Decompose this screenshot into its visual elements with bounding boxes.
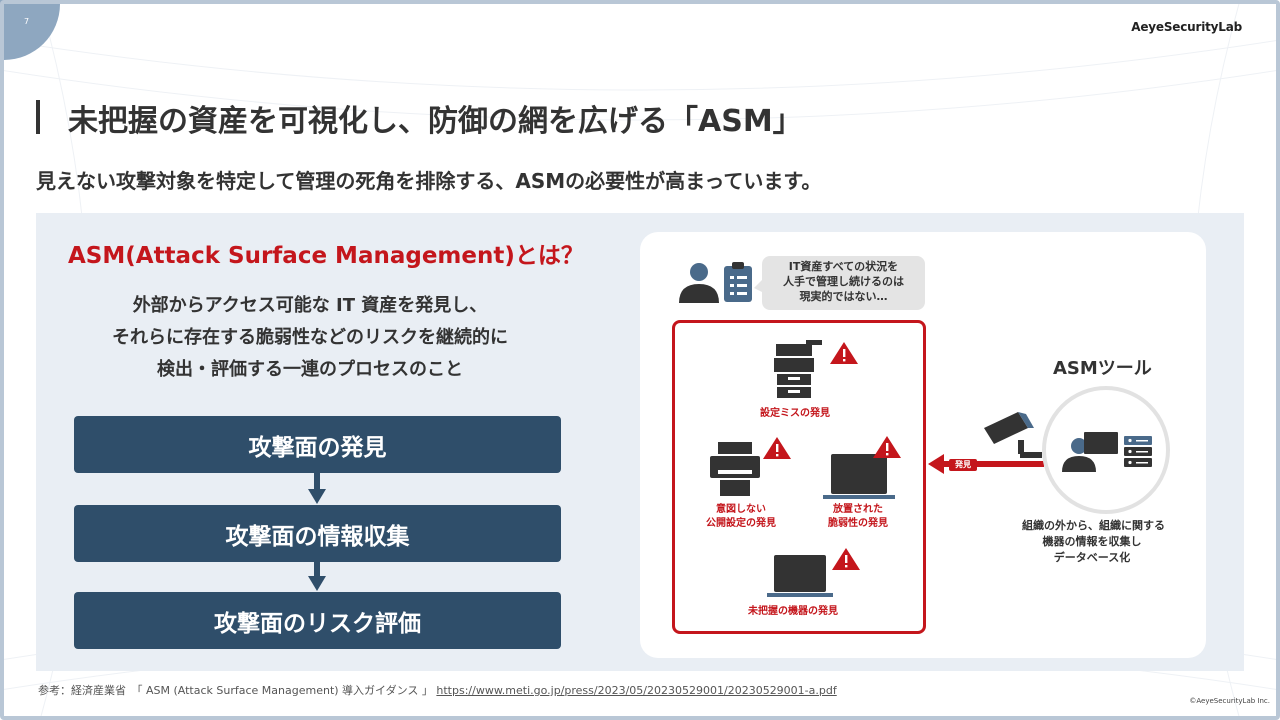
definition-line: それらに存在する脆弱性などのリスクを継続的に [112,327,508,348]
asm-heading: ASM(Attack Surface Management)とは？ [68,243,584,269]
definition-line: 外部からアクセス可能な IT 資産を発見し、 [132,295,488,316]
laptop-icon [1084,432,1118,454]
bubble-line: 人手で管理し続けるのは [783,275,904,288]
caption-vulnerable: 放置された 脆弱性の発見 [816,503,900,531]
speech-bubble: IT資産すべての状況を 人手で管理し続けるのは 現実的ではない… [762,256,925,310]
person-icon [679,263,719,303]
laptop-icon [823,454,895,499]
copyright: ©AeyeSecurityLab Inc. [1189,697,1270,705]
person-icon [1062,438,1096,472]
bubble-line: IT資産すべての状況を [788,260,899,273]
tool-desc-line: 組織の外から、組織に関する [1022,519,1165,532]
reference-link[interactable]: https://www.meti.go.jp/press/2023/05/202… [436,684,837,697]
server-icon [1124,436,1152,467]
laptop-icon [767,555,833,597]
caption-misconfig: 設定ミスの発見 [760,408,830,419]
camera-icon [984,412,1042,458]
clipboard-icon [724,262,752,302]
warning-icon [830,342,858,364]
discover-tag: 発見 [949,459,977,471]
tool-desc-line: データベース化 [1053,551,1131,564]
step-info-collection: 攻撃面の情報収集 [74,505,561,562]
asm-tool-label: ASMツール [1053,358,1152,379]
page-title: 未把握の資産を可視化し、防御の網を広げる「ASM」 [68,104,803,139]
title-accent-bar [36,100,40,134]
caption-unintended: 意図しない 公開設定の発見 [696,503,786,531]
step-discovery: 攻撃面の発見 [74,416,561,473]
step-risk-evaluation: 攻撃面のリスク評価 [74,592,561,649]
tool-desc-line: 機器の情報を収集し [1042,535,1142,548]
asm-tool-description: 組織の外から、組織に関する 機器の情報を収集し データベース化 [1022,518,1165,566]
company-logo: AeyeSecurityLab [1131,20,1242,34]
page-number: 7 [24,17,30,26]
arrow-down-icon [308,562,326,591]
warning-icon [873,436,901,458]
caption-line: 放置された [833,504,883,515]
assets-box [672,320,926,634]
reference-note: 参考：経済産業省 「 ASM (Attack Surface Managemen… [38,682,837,698]
definition-line: 検出・評価する一連のプロセスのこと [157,359,463,380]
warning-icon [832,548,860,570]
page-subtitle: 見えない攻撃対象を特定して管理の死角を排除する、ASMの必要性が高まっています。 [36,169,822,193]
copier-icon [774,340,822,398]
caption-line: 意図しない [716,504,766,515]
bubble-line: 現実的ではない… [799,290,888,303]
arrow-down-icon [308,473,326,504]
caption-line: 脆弱性の発見 [828,518,888,529]
caption-line: 公開設定の発見 [706,518,776,529]
reference-prefix: 参考：経済産業省 「 ASM (Attack Surface Managemen… [38,684,433,697]
asm-definition: 外部からアクセス可能な IT 資産を発見し、 それらに存在する脆弱性などのリスク… [60,290,560,386]
arrow-left-icon [928,454,1044,474]
printer-icon [710,442,760,496]
caption-unknown: 未把握の機器の発見 [748,606,838,617]
warning-icon [763,437,791,459]
